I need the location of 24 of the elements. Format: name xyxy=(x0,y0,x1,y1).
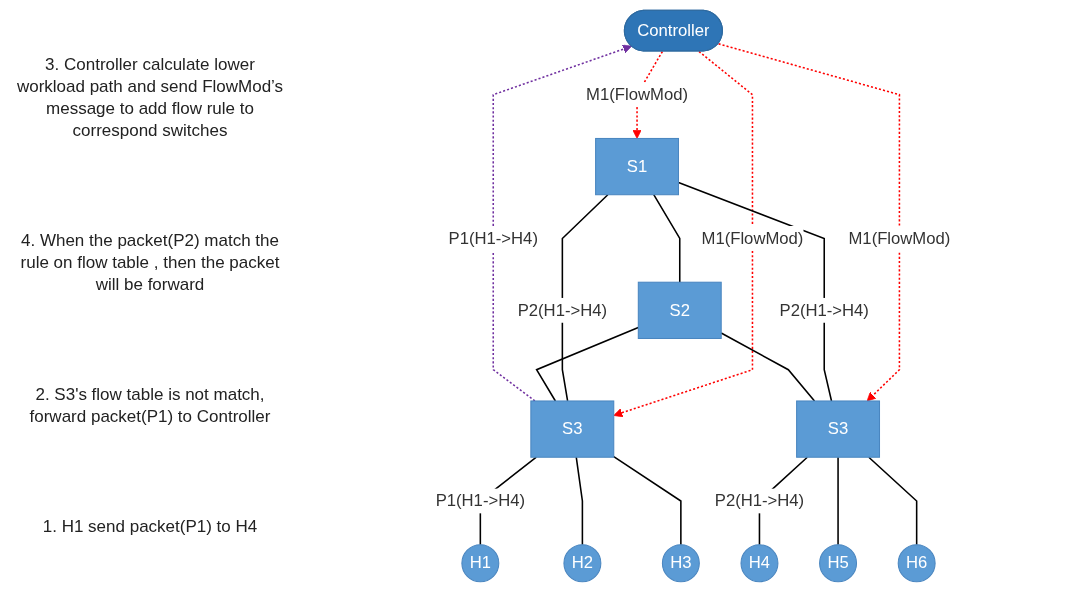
host-circle: H5 xyxy=(819,544,858,583)
connector-line xyxy=(868,456,918,546)
arrow xyxy=(717,43,901,402)
arrow xyxy=(492,44,632,402)
note-text: 1. H1 send packet(P1) to H4 xyxy=(41,516,259,538)
host-circle: H2 xyxy=(563,544,602,583)
connector-line xyxy=(613,455,682,546)
switch-box: S3 xyxy=(530,400,615,458)
connector-line xyxy=(561,193,609,402)
connector-line xyxy=(837,456,839,546)
host-circle: H6 xyxy=(897,544,936,583)
note-text: 2. S3's flow table is not match, forward packet(P1) to Controller xyxy=(28,384,272,429)
note-text: 3. Controller calculate lower workload path and send FlowMod’s message to add flow rule to correspond switches xyxy=(15,53,285,143)
note-text: 4. When the packet(P2) match the rule on flow table , then the packet will be forward xyxy=(19,230,281,297)
host-circle: H1 xyxy=(461,544,500,583)
connector-line xyxy=(653,193,681,283)
host-circle: H3 xyxy=(661,544,700,583)
host-circle: H4 xyxy=(740,544,779,583)
connector-line xyxy=(575,456,584,546)
switch-box: S3 xyxy=(796,400,881,458)
controller-node: Controller xyxy=(623,9,723,52)
switch-box: S1 xyxy=(595,137,679,196)
arrow xyxy=(613,50,754,418)
switch-box: S2 xyxy=(637,281,722,339)
